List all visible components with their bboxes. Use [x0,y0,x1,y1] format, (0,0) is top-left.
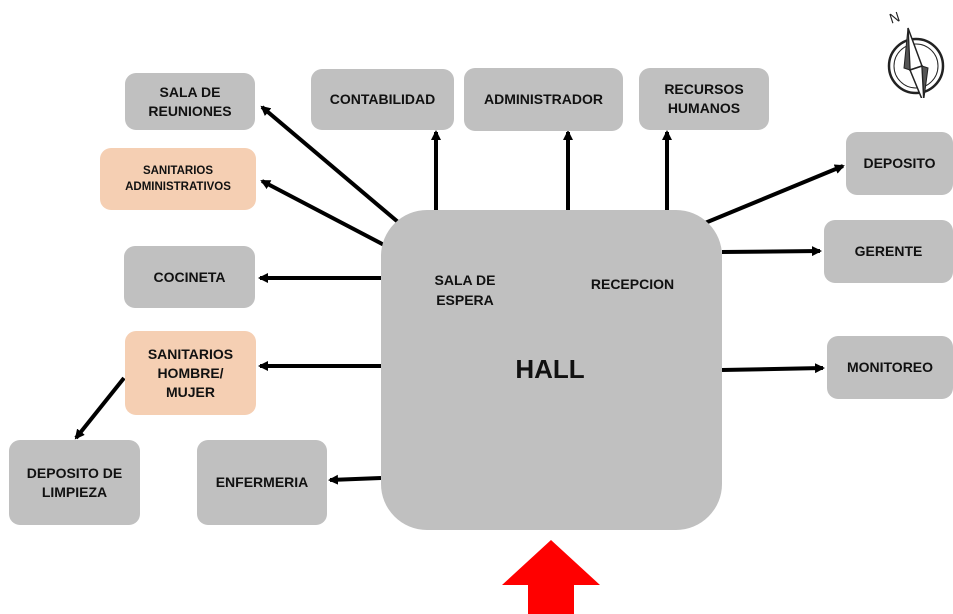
hall-title: HALL [515,354,585,384]
arrow-to-enfermeria [328,474,382,485]
compass-icon: N [887,8,945,98]
arrow-to-sala-reuniones [260,105,400,224]
hall-reception-label: RECEPCION [590,276,675,292]
room-sanitarios-administrativos: SANITARIOS ADMINISTRATIVOS [100,148,256,210]
arrow-to-deposito [704,164,845,225]
compass-north-label: N [887,8,902,26]
hall-waiting-area-label: SALA DE ESPERA [434,272,496,308]
arrow-to-gerente [721,246,822,257]
room-contabilidad: CONTABILIDAD [311,69,454,130]
room-gerente: GERENTE [824,220,953,283]
arrow-to-deposito-limpieza [74,376,126,440]
arrow-to-sanitarios-administrativos [260,179,387,248]
room-enfermeria: ENFERMERIA [197,440,327,525]
room-cocineta: COCINETA [124,246,255,308]
arrow-to-monitoreo [721,363,825,374]
hall-area [381,210,722,530]
room-recursos-humanos: RECURSOS HUMANOS [639,68,769,130]
room-administrador: ADMINISTRADOR [464,68,623,131]
room-sala-reuniones: SALA DE REUNIONES [125,73,255,130]
room-sanitarios-hombre-mujer: SANITARIOS HOMBRE/ MUJER [125,331,256,415]
room-deposito-limpieza: DEPOSITO DE LIMPIEZA [9,440,140,525]
room-deposito: DEPOSITO [846,132,953,195]
entrance-arrow [502,540,600,614]
room-monitoreo: MONITOREO [827,336,953,399]
